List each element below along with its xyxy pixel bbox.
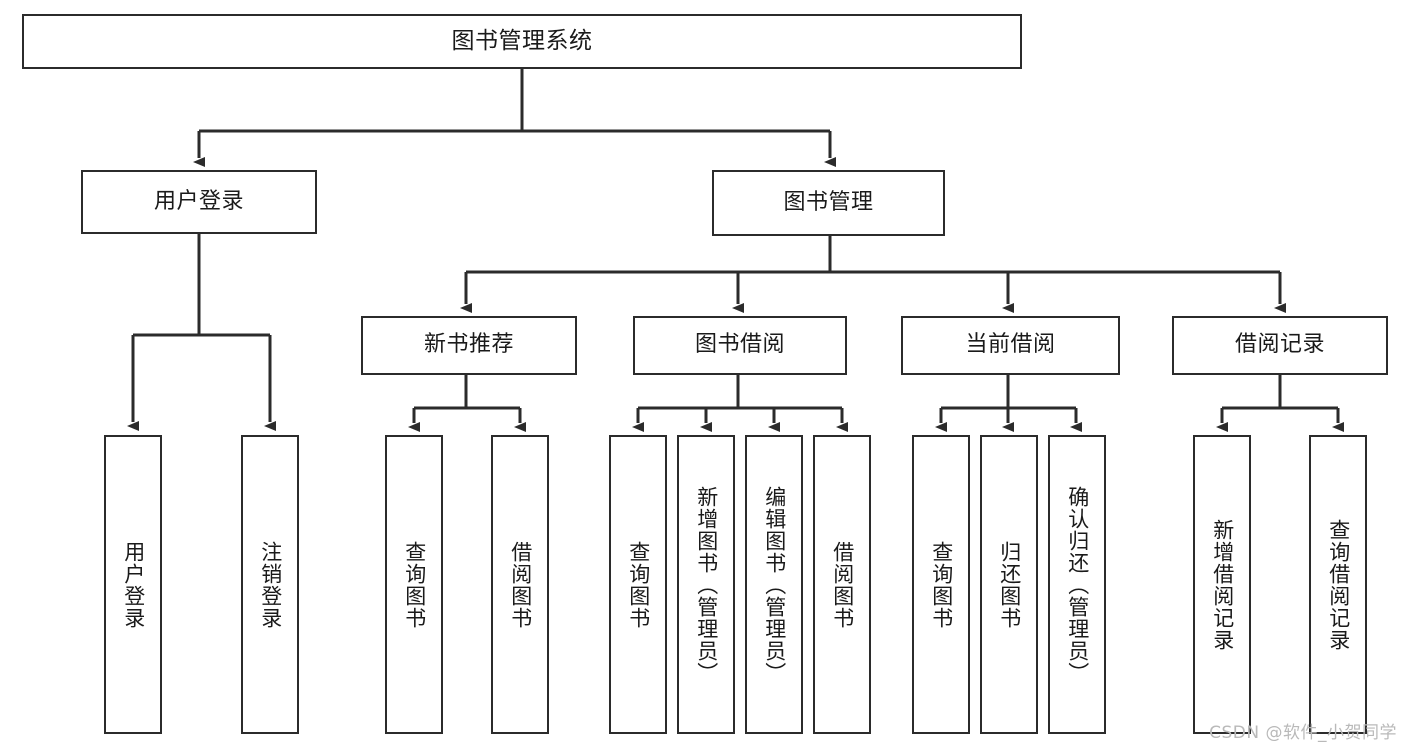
node-leaf-return-book[interactable]: 归还图书 xyxy=(980,435,1038,734)
node-leaf-query-book-3-label: 查询图书 xyxy=(929,540,954,629)
node-leaf-logout[interactable]: 注销登录 xyxy=(241,435,299,734)
node-leaf-confirm-return-label: 确认归还（管理员） xyxy=(1065,485,1090,684)
node-user-login[interactable]: 用户登录 xyxy=(81,170,317,234)
node-leaf-add-record-label: 新增借阅记录 xyxy=(1210,518,1235,651)
node-leaf-query-record-label: 查询借阅记录 xyxy=(1326,518,1351,651)
node-leaf-edit-book[interactable]: 编辑图书（管理员） xyxy=(745,435,803,734)
node-book-management-label: 图书管理 xyxy=(783,189,874,215)
node-leaf-return-book-label: 归还图书 xyxy=(997,540,1022,629)
node-leaf-confirm-return[interactable]: 确认归还（管理员） xyxy=(1048,435,1106,734)
node-leaf-borrow-book-2[interactable]: 借阅图书 xyxy=(813,435,871,734)
node-leaf-borrow-book-1-label: 借阅图书 xyxy=(508,540,533,629)
node-root-system[interactable]: 图书管理系统 xyxy=(22,14,1022,69)
csdn-watermark: CSDN @软件_小贺同学 xyxy=(1209,723,1397,743)
node-leaf-add-record[interactable]: 新增借阅记录 xyxy=(1193,435,1251,734)
node-current-borrow[interactable]: 当前借阅 xyxy=(901,316,1120,375)
node-book-borrow[interactable]: 图书借阅 xyxy=(633,316,847,375)
node-leaf-query-book-1-label: 查询图书 xyxy=(402,540,427,629)
node-new-book-recommend[interactable]: 新书推荐 xyxy=(361,316,577,375)
node-borrow-record-label: 借阅记录 xyxy=(1234,332,1325,358)
node-leaf-query-book-3[interactable]: 查询图书 xyxy=(912,435,970,734)
node-new-book-recommend-label: 新书推荐 xyxy=(423,332,514,358)
node-leaf-user-login[interactable]: 用户登录 xyxy=(104,435,162,734)
node-leaf-borrow-book-1[interactable]: 借阅图书 xyxy=(491,435,549,734)
node-leaf-query-book-2[interactable]: 查询图书 xyxy=(609,435,667,734)
node-leaf-logout-label: 注销登录 xyxy=(258,540,283,629)
node-user-login-label: 用户登录 xyxy=(153,188,244,214)
node-book-borrow-label: 图书借阅 xyxy=(694,332,785,358)
node-leaf-add-book[interactable]: 新增图书（管理员） xyxy=(677,435,735,734)
node-current-borrow-label: 当前借阅 xyxy=(965,332,1056,358)
node-borrow-record[interactable]: 借阅记录 xyxy=(1172,316,1388,375)
node-leaf-edit-book-label: 编辑图书（管理员） xyxy=(762,485,787,684)
node-leaf-query-book-2-label: 查询图书 xyxy=(626,540,651,629)
node-leaf-user-login-label: 用户登录 xyxy=(121,540,146,629)
node-book-management[interactable]: 图书管理 xyxy=(712,170,945,236)
node-leaf-add-book-label: 新增图书（管理员） xyxy=(694,485,719,684)
node-root-label: 图书管理系统 xyxy=(451,27,593,54)
node-leaf-borrow-book-2-label: 借阅图书 xyxy=(830,540,855,629)
node-leaf-query-record[interactable]: 查询借阅记录 xyxy=(1309,435,1367,734)
node-leaf-query-book-1[interactable]: 查询图书 xyxy=(385,435,443,734)
